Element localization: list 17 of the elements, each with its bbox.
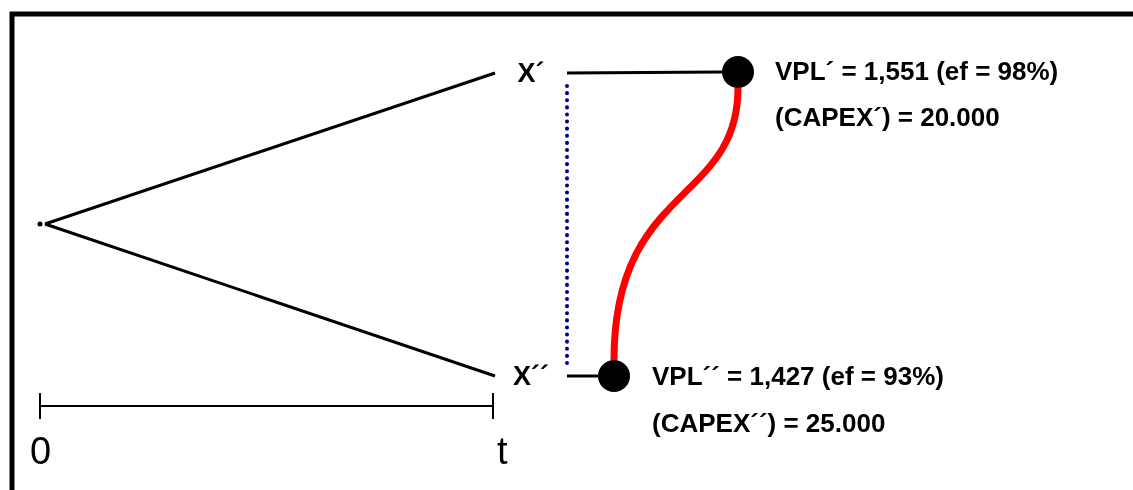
branch-line <box>567 70 722 75</box>
node-label: X´´ <box>513 362 549 390</box>
branch-line <box>44 71 496 226</box>
branch-line <box>567 374 598 378</box>
curved-line <box>610 87 742 361</box>
value-text: (CAPEX´) = 20.000 <box>775 104 1000 130</box>
branch-line <box>44 222 496 378</box>
branch-point <box>37 221 43 227</box>
terminal-dot <box>722 56 754 88</box>
value-text: VPL´´ = 1,427 (ef = 93%) <box>652 363 944 389</box>
node-label: X´ <box>517 59 545 87</box>
axis-label: 0 <box>30 432 52 470</box>
value-text: (CAPEX´´) = 25.000 <box>652 410 886 436</box>
axis-label: t <box>497 432 508 470</box>
dotted-line <box>565 84 569 365</box>
terminal-dot <box>598 360 630 392</box>
value-text: VPL´ = 1,551 (ef = 98%) <box>775 58 1059 84</box>
